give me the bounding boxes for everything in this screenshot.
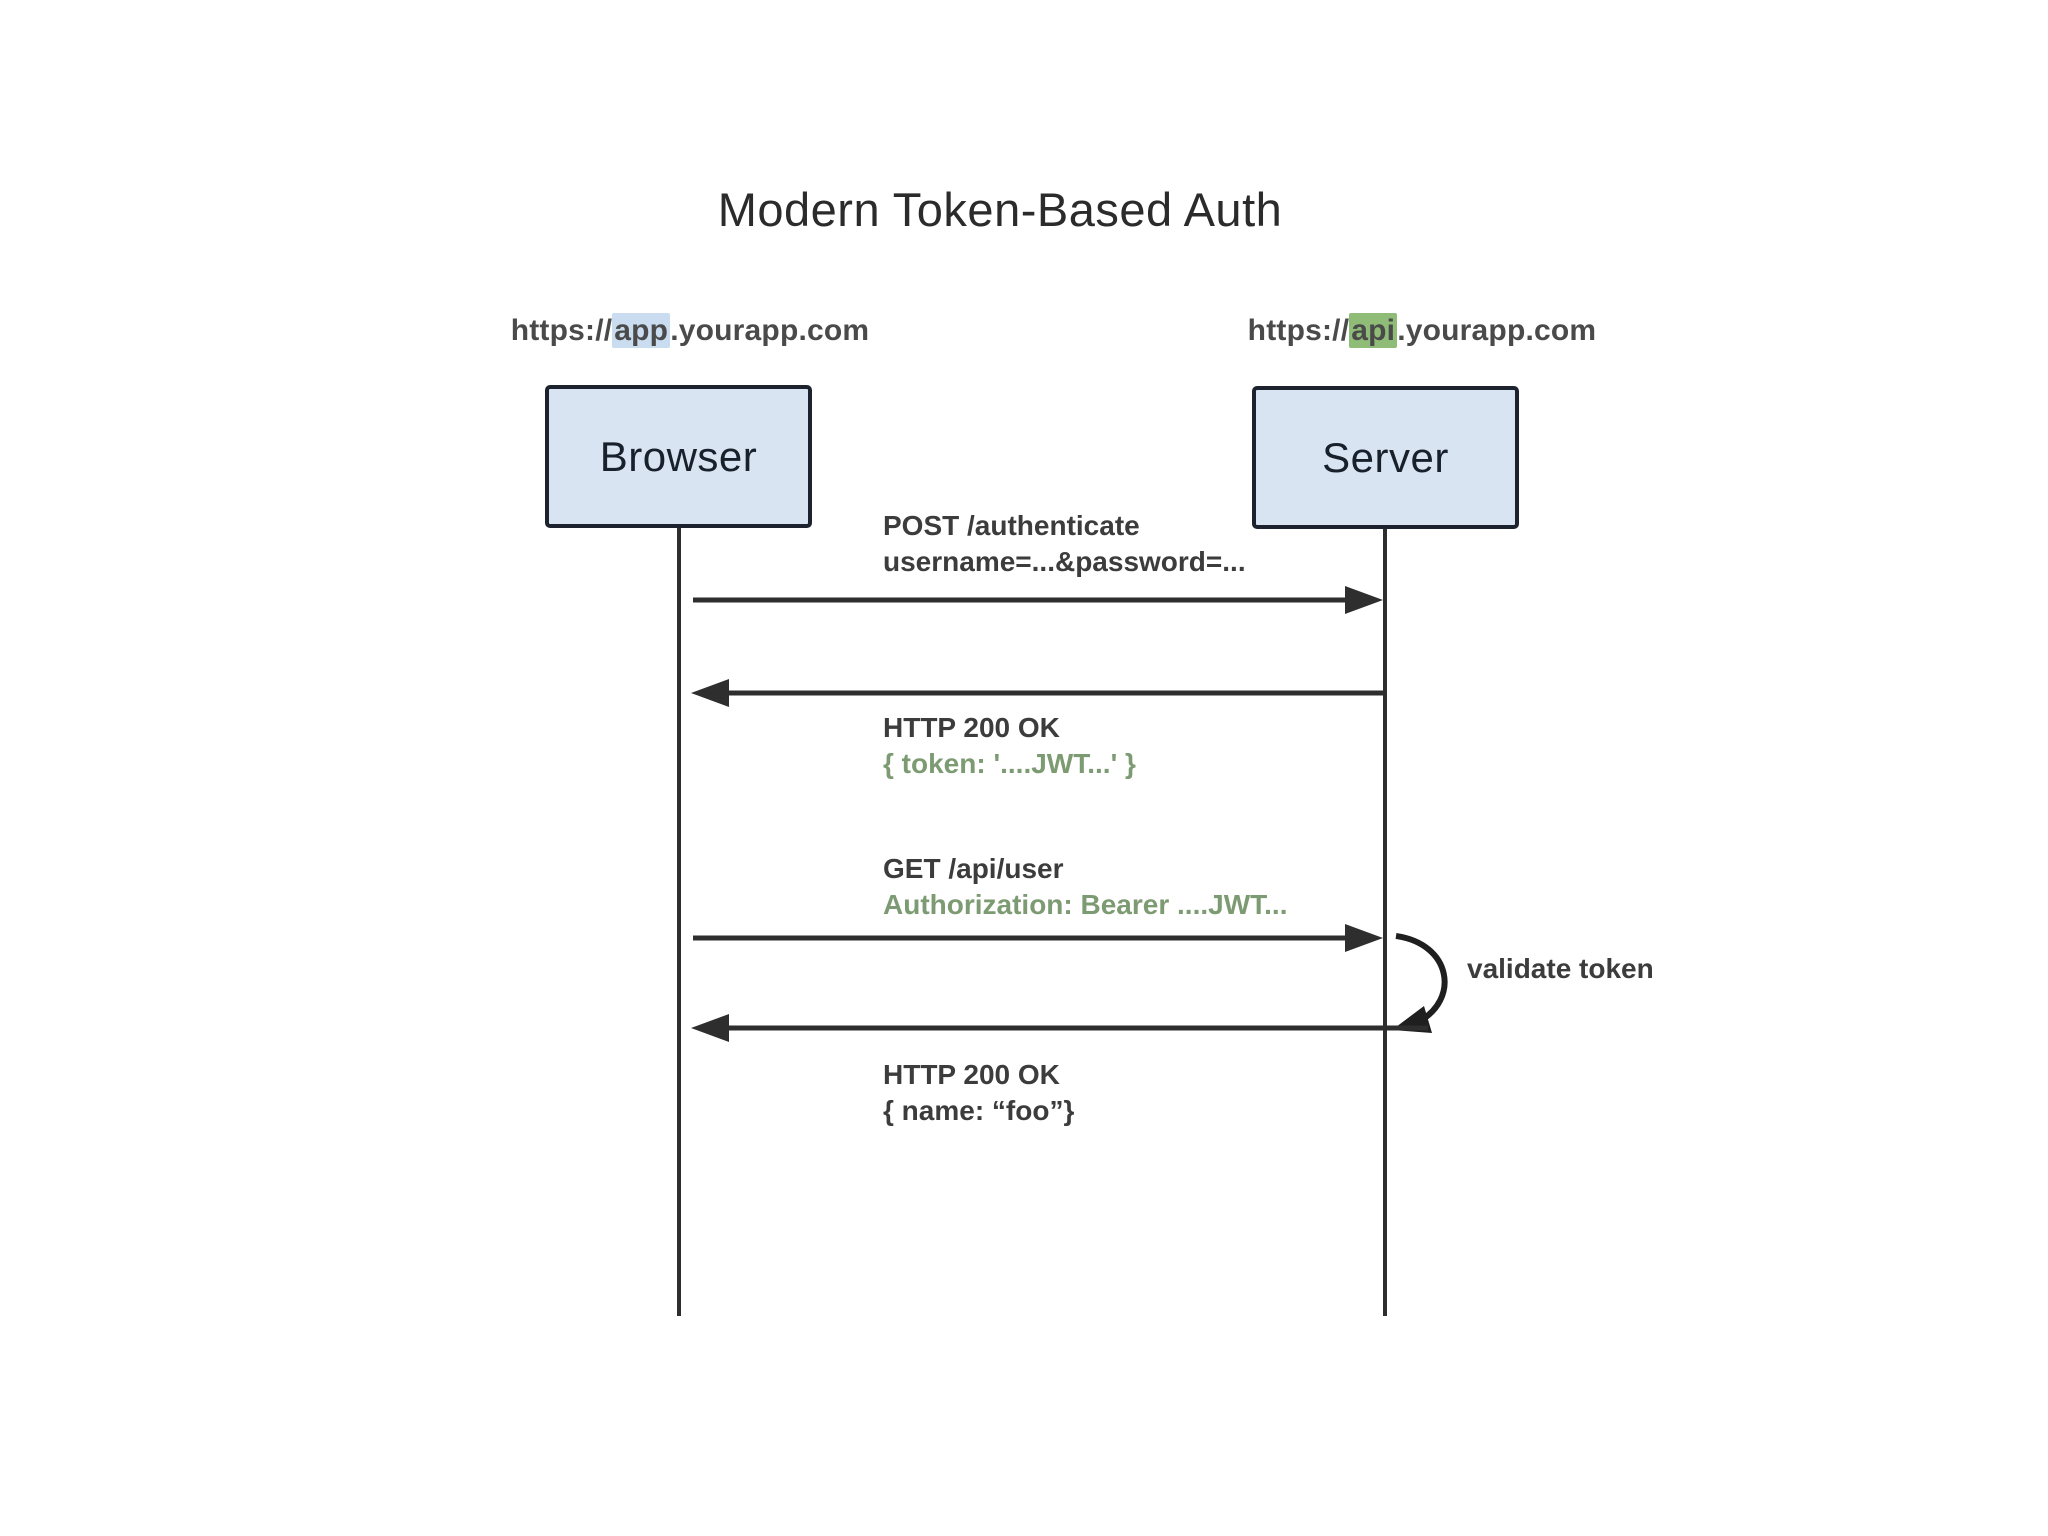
- browser-url-prefix: https://: [510, 314, 613, 347]
- server-actor-label: Server: [1322, 433, 1449, 481]
- diagram-title: Modern Token-Based Auth: [717, 183, 1283, 236]
- message-get-api-user: GET /api/user Authorization: Bearer ....…: [883, 851, 1287, 923]
- message-user-response: HTTP 200 OK { name: “foo”}: [883, 1057, 1074, 1129]
- server-url-highlight: api: [1349, 313, 1398, 348]
- server-actor-box: Server: [1252, 386, 1519, 529]
- message-line: { name: “foo”}: [883, 1095, 1075, 1126]
- message-line: HTTP 200 OK: [883, 712, 1060, 743]
- message-line: POST /authenticate: [883, 510, 1140, 541]
- arrow-post-authenticate: [693, 586, 1383, 614]
- message-line: username=...&password=...: [883, 546, 1246, 577]
- browser-url-suffix: .yourapp.com: [670, 314, 870, 347]
- server-url-suffix: .yourapp.com: [1397, 314, 1597, 347]
- browser-actor-box: Browser: [545, 385, 812, 528]
- validate-token-label: validate token: [1467, 953, 1654, 984]
- server-url-prefix: https://: [1247, 314, 1350, 347]
- arrow-token-response: [691, 679, 1385, 707]
- arrow-user-response: [691, 1014, 1428, 1042]
- message-line-authorization: Authorization: Bearer ....JWT...: [883, 889, 1288, 920]
- message-line: HTTP 200 OK: [883, 1059, 1060, 1090]
- message-post-authenticate: POST /authenticate username=...&password…: [883, 508, 1246, 580]
- arrow-get-api-user: [693, 924, 1383, 952]
- message-token-response: HTTP 200 OK { token: '....JWT...' }: [883, 710, 1136, 782]
- message-line-token: { token: '....JWT...' }: [883, 748, 1136, 779]
- browser-url-highlight: app: [612, 313, 671, 348]
- server-url: https://api.yourapp.com: [1162, 313, 1682, 348]
- browser-url: https://app.yourapp.com: [430, 313, 950, 348]
- message-line: GET /api/user: [883, 853, 1064, 884]
- validate-token-loop: [1392, 933, 1448, 1033]
- browser-actor-label: Browser: [599, 432, 758, 480]
